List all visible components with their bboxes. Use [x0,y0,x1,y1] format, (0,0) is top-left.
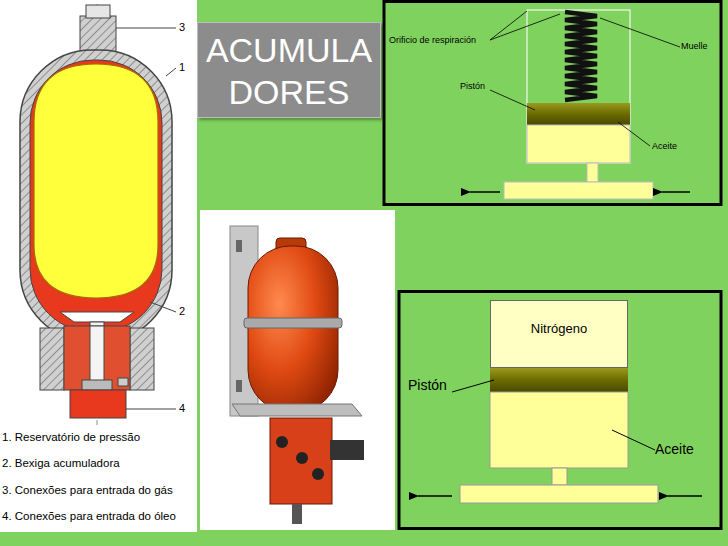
gas-accumulator-drawing [399,292,721,529]
bladder-accumulator-drawing-part [34,64,158,298]
part-label: Pistón [408,378,447,393]
legend-text: 4. Conexões para entrada do óleo [2,510,176,523]
chamber-label: Nitrógeno [491,321,627,336]
spring-accumulator-drawing-part [565,12,597,100]
gas-chamber: Nitrógeno [490,300,628,368]
bladder-accumulator-drawing-part [64,326,130,390]
gas-accumulator-drawing-part [490,392,628,468]
gas-accumulator-drawing-part [418,495,452,497]
bladder-accumulator-drawing-part [126,409,176,410]
bladder-accumulator-drawing-part [70,390,126,418]
bladder-accumulator-drawing-part [30,60,162,332]
bladder-accumulator-drawing-part [90,326,104,386]
gas-accumulator-drawing-part [490,368,628,392]
bladder-accumulator-drawing-part [60,312,134,322]
accumulator-photo-part [236,380,242,392]
gas-accumulator-drawing-part [452,380,494,392]
spring-accumulator-drawing [384,2,721,205]
part-label: Muelle [681,42,708,52]
legend-text: 1. Reservatório de pressão [2,431,140,444]
accumulator-photo-part [270,418,332,504]
part-label: Aceite [652,142,677,152]
spring-accumulator-drawing-part [618,122,650,146]
accumulator-photo-part [200,210,395,530]
callout-number: 2 [179,305,185,317]
gas-accumulator-drawing-part [460,485,658,503]
accumulator-photo-part [236,240,242,252]
accumulator-photo-part [330,440,364,460]
spring-accumulator-drawing-part [490,11,527,40]
spring-accumulator-drawing-part [527,103,630,125]
legend-text: 2. Bexiga acumuladora [2,457,120,470]
spring-accumulator-drawing-part [490,14,560,40]
bladder-accumulator-drawing-part [86,5,110,18]
spring-accumulator-drawing-part [662,191,690,193]
part-label: Pistón [460,82,485,92]
callout-number: 1 [179,61,185,73]
accumulator-photo-part [312,468,324,480]
spring-accumulator-drawing-part [527,10,630,163]
bladder-accumulator-drawing-part [116,28,176,29]
gas-accumulator-drawing-part [399,292,721,529]
bladder-accumulator-drawing-part [150,302,176,312]
spring-accumulator-drawing-part [600,18,680,47]
spring-accumulator-drawing-part [587,163,598,182]
bladder-accumulator-drawing-part [130,328,154,390]
accumulator-photo-part [292,504,302,524]
callout-number: 4 [179,402,185,414]
part-label: Aceite [655,442,694,457]
title-banner: ACUMULA DORES [197,22,381,118]
accumulator-photo [200,210,395,530]
accumulator-photo-part [276,436,288,448]
accumulator-photo-part [232,404,362,416]
spring-accumulator-drawing-part [470,191,500,193]
part-label: Orificio de respiración [389,36,476,46]
bladder-accumulator-drawing-part [82,380,112,390]
bladder-accumulator-drawing [20,4,176,425]
bladder-accumulator-drawing-part [20,50,172,342]
spring-accumulator-drawing-part [384,2,721,205]
gas-accumulator-drawing-part [668,495,702,497]
callout-number: 3 [179,21,185,33]
left-panel [0,0,197,532]
spring-accumulator-drawing-part [504,182,653,199]
bladder-accumulator-drawing-part [40,328,64,390]
accumulator-photo-part [248,246,338,412]
spring-accumulator-drawing-part [527,125,630,163]
bladder-accumulator-drawing-part [118,378,128,386]
gas-accumulator-drawing-part [552,468,567,485]
gas-accumulator-drawing-part [612,430,655,450]
spring-accumulator-drawing-part [490,90,535,110]
legend-text: 3. Conexões para entrada do gás [2,484,173,497]
accumulator-photo-part [296,452,308,464]
accumulator-photo-part [244,318,342,328]
bladder-accumulator-drawing-part [166,68,176,76]
